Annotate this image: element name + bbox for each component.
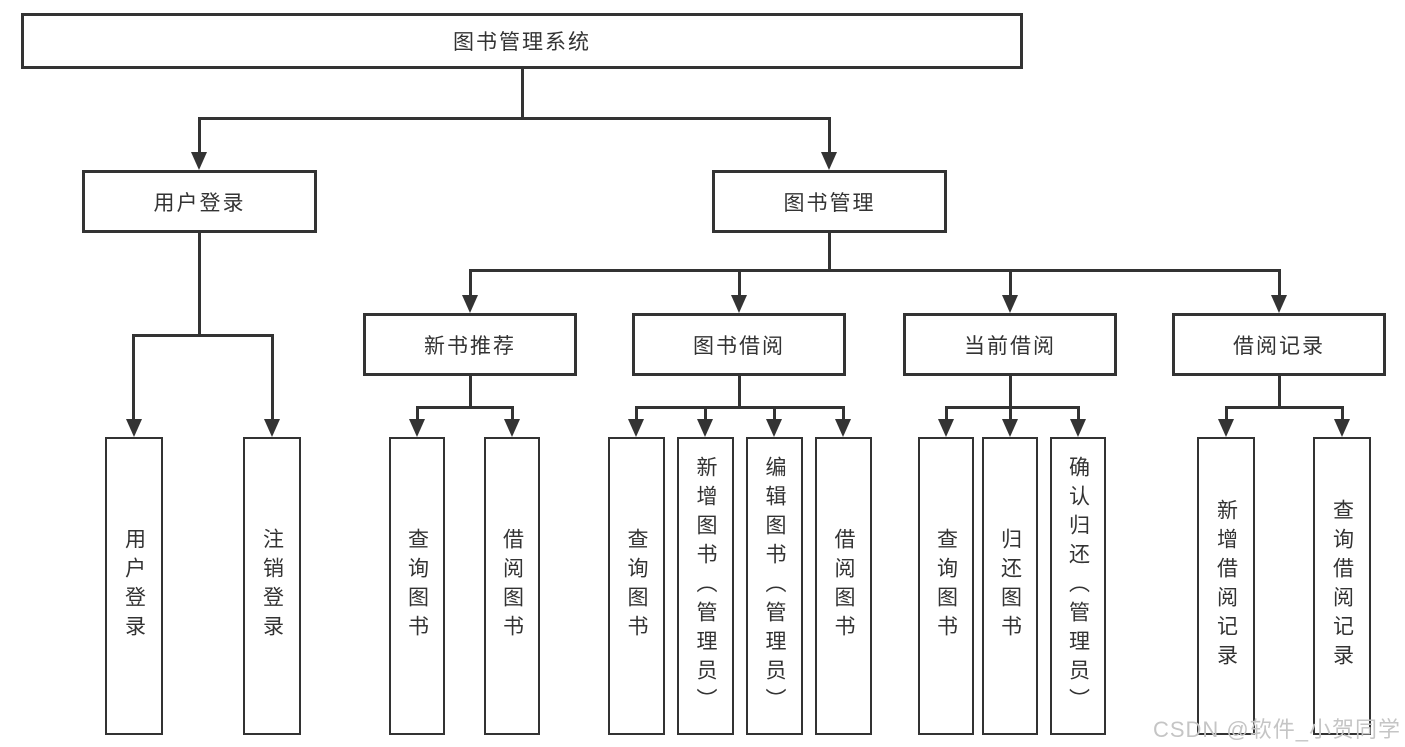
arrow-down-icon <box>264 419 280 437</box>
connector-line <box>132 334 135 420</box>
node-new-book-recommendation: 新书推荐 <box>363 313 577 376</box>
leaf-borrow-books: 借阅图书 <box>815 437 872 735</box>
node-label: 图书管理 <box>783 191 876 215</box>
connector-line <box>511 406 514 420</box>
leaf-query-borrow-record: 查询借阅记录 <box>1313 437 1371 735</box>
node-label: 新增借阅记录 <box>1214 499 1238 673</box>
node-label: 新书推荐 <box>424 334 516 358</box>
node-label: 编辑图书（管理员） <box>763 455 786 717</box>
arrow-down-icon <box>1218 419 1234 437</box>
arrow-down-icon <box>191 152 207 170</box>
leaf-query-books-current: 查询图书 <box>918 437 974 735</box>
arrow-down-icon <box>628 419 644 437</box>
connector-line <box>635 406 638 420</box>
node-label: 确认归还（管理员） <box>1066 455 1090 717</box>
node-current-borrowing: 当前借阅 <box>903 313 1117 376</box>
arrow-down-icon <box>835 419 851 437</box>
leaf-edit-books-admin: 编辑图书（管理员） <box>746 437 803 735</box>
arrow-down-icon <box>1271 295 1287 313</box>
arrow-down-icon <box>821 152 837 170</box>
node-label: 查询图书 <box>625 528 648 644</box>
leaf-confirm-return-admin: 确认归还（管理员） <box>1050 437 1106 735</box>
connector-line <box>198 117 831 120</box>
connector-line <box>469 269 472 297</box>
node-label: 新增图书（管理员） <box>694 455 717 717</box>
connector-line <box>704 406 707 420</box>
leaf-logout: 注销登录 <box>243 437 301 735</box>
connector-line <box>416 406 419 420</box>
leaf-add-borrow-record: 新增借阅记录 <box>1197 437 1255 735</box>
node-label: 查询图书 <box>405 528 429 644</box>
node-label: 借阅图书 <box>500 528 524 644</box>
node-label: 查询借阅记录 <box>1330 499 1354 673</box>
connector-line <box>1278 269 1281 297</box>
connector-line <box>416 406 514 409</box>
arrow-down-icon <box>1002 295 1018 313</box>
node-label: 用户登录 <box>122 528 146 644</box>
node-book-management-branch: 图书管理 <box>712 170 947 233</box>
arrow-down-icon <box>1070 419 1086 437</box>
connector-line <box>469 376 472 409</box>
connector-line <box>198 117 201 154</box>
connector-line <box>945 406 948 420</box>
arrow-down-icon <box>731 295 747 313</box>
leaf-borrow-books-recommend: 借阅图书 <box>484 437 540 735</box>
arrow-down-icon <box>697 419 713 437</box>
node-label: 归还图书 <box>998 528 1022 644</box>
csdn-watermark: CSDN @软件_小贺同学 <box>1152 717 1401 742</box>
arrow-down-icon <box>409 419 425 437</box>
connector-line <box>198 233 201 337</box>
arrow-down-icon <box>766 419 782 437</box>
leaf-return-books: 归还图书 <box>982 437 1038 735</box>
connector-line <box>1278 376 1281 409</box>
connector-line <box>828 233 831 272</box>
connector-line <box>738 269 741 297</box>
node-library-management-system: 图书管理系统 <box>21 13 1023 69</box>
arrow-down-icon <box>1002 419 1018 437</box>
node-label: 当前借阅 <box>964 334 1056 358</box>
connector-line <box>521 69 524 119</box>
connector-line <box>945 406 1079 409</box>
node-borrowing-records: 借阅记录 <box>1172 313 1386 376</box>
node-user-login-branch: 用户登录 <box>82 170 317 233</box>
connector-line <box>635 406 845 409</box>
connector-line <box>738 376 741 409</box>
node-label: 图书借阅 <box>693 334 785 358</box>
leaf-add-books-admin: 新增图书（管理员） <box>677 437 734 735</box>
connector-line <box>842 406 845 420</box>
connector-line <box>828 117 831 154</box>
connector-line <box>773 406 776 420</box>
leaf-query-books-recommend: 查询图书 <box>389 437 445 735</box>
node-label: 借阅记录 <box>1233 334 1325 358</box>
node-label: 用户登录 <box>153 191 246 215</box>
connector-line <box>1009 269 1012 297</box>
node-book-borrowing: 图书借阅 <box>632 313 846 376</box>
node-label: 借阅图书 <box>832 528 855 644</box>
arrow-down-icon <box>462 295 478 313</box>
arrow-down-icon <box>504 419 520 437</box>
arrow-down-icon <box>126 419 142 437</box>
leaf-query-books-borrowing: 查询图书 <box>608 437 665 735</box>
connector-line <box>1225 406 1344 409</box>
connector-line <box>1009 376 1012 409</box>
connector-line <box>1225 406 1228 420</box>
connector-line <box>1009 406 1012 420</box>
node-label: 图书管理系统 <box>453 31 591 54</box>
arrow-down-icon <box>938 419 954 437</box>
leaf-user-login: 用户登录 <box>105 437 163 735</box>
node-label: 查询图书 <box>934 528 958 644</box>
connector-line <box>469 269 1281 272</box>
connector-line <box>1341 406 1344 420</box>
connector-line <box>133 334 274 337</box>
connector-line <box>1077 406 1080 420</box>
connector-line <box>271 334 274 420</box>
arrow-down-icon <box>1334 419 1350 437</box>
node-label: 注销登录 <box>260 528 284 644</box>
